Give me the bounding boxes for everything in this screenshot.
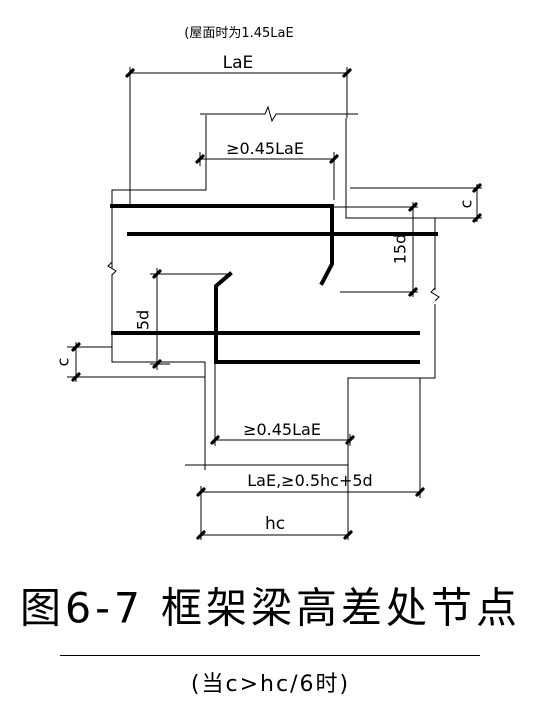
tick bbox=[408, 202, 418, 212]
upper-left-bar-with-hook bbox=[110, 204, 334, 286]
left-break-mark bbox=[107, 261, 117, 276]
tick bbox=[342, 68, 352, 78]
column-right-lower-edge bbox=[347, 304, 436, 470]
column-left-upper-edge bbox=[111, 115, 207, 268]
lower-left-bar-with-hook bbox=[111, 271, 233, 335]
upper-break-line bbox=[200, 105, 358, 123]
roof-note-label: (屋面时为1.45LaE bbox=[184, 26, 293, 41]
column-left-lower-edge bbox=[111, 274, 206, 470]
tick bbox=[196, 530, 206, 540]
tick bbox=[472, 183, 482, 193]
tick bbox=[345, 435, 355, 445]
top-dim-label: LaE bbox=[223, 53, 254, 73]
c-right-label: c bbox=[457, 200, 476, 209]
column-outline bbox=[107, 105, 440, 470]
tick bbox=[152, 359, 162, 369]
title-underline bbox=[60, 655, 480, 656]
tick bbox=[196, 487, 206, 497]
right-break-mark bbox=[430, 287, 440, 302]
lower-anchor-label: ≥0.45LaE bbox=[243, 420, 321, 439]
tick bbox=[195, 154, 205, 164]
d5-label: 5d bbox=[134, 310, 153, 330]
tick bbox=[472, 213, 482, 223]
tick bbox=[210, 435, 220, 445]
tick bbox=[71, 342, 81, 352]
bottom-anchor-label: LaE,≥0.5hc+5d bbox=[247, 471, 372, 490]
hc-label: hc bbox=[265, 514, 285, 534]
dimensions bbox=[67, 67, 482, 540]
tick bbox=[408, 287, 418, 297]
tick bbox=[343, 530, 353, 540]
tick bbox=[125, 68, 135, 78]
c-left-label: c bbox=[54, 358, 73, 367]
figure-condition: (当c>hc/6时) bbox=[190, 672, 351, 697]
figure-title: 图6-7 框架梁高差处节点 bbox=[20, 583, 521, 633]
d15-label: 15d bbox=[391, 234, 410, 265]
reinforcement bbox=[110, 204, 438, 364]
tick bbox=[329, 154, 339, 164]
lower-bent-bar bbox=[214, 331, 420, 364]
upper-anchor-label: ≥0.45LaE bbox=[226, 139, 304, 158]
tick bbox=[152, 269, 162, 279]
tick bbox=[71, 372, 81, 382]
tick bbox=[415, 487, 425, 497]
